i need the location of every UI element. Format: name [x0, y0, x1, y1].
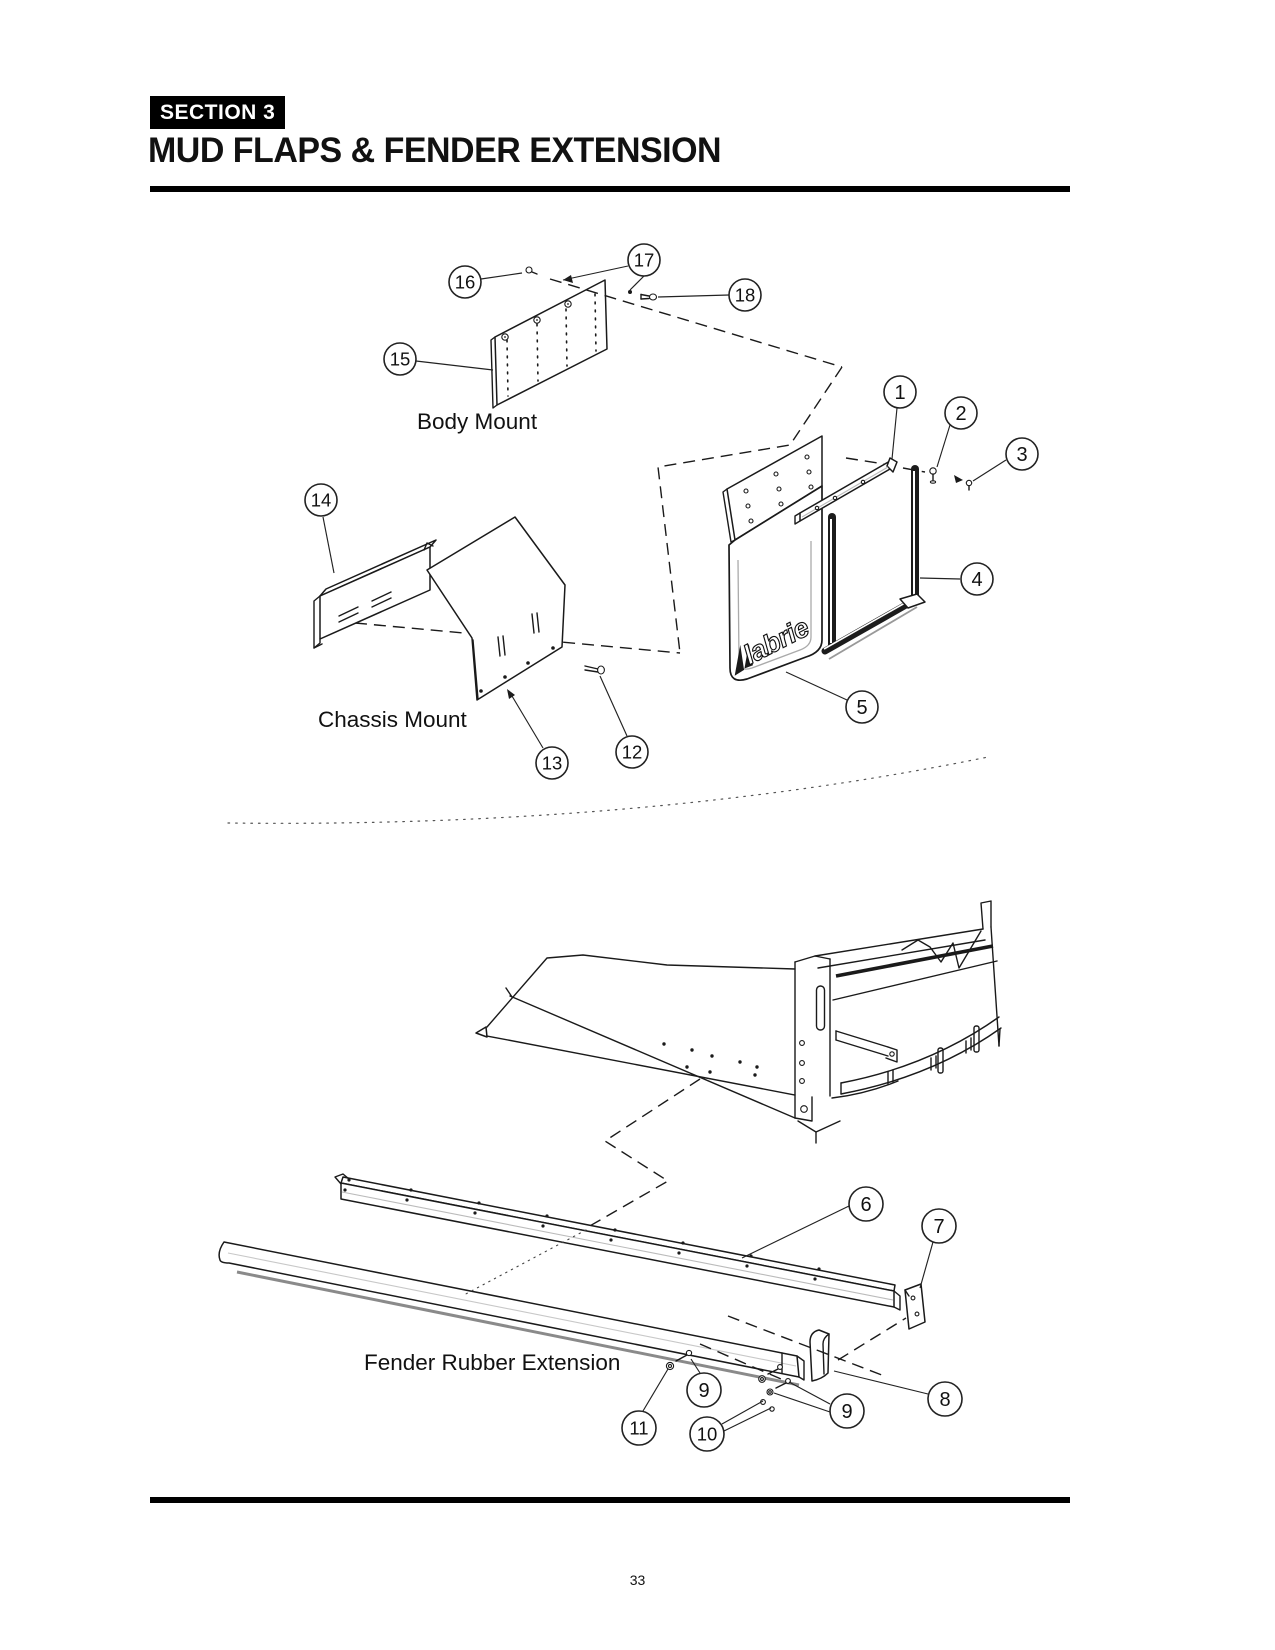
callout-number-3: 3 [1016, 444, 1027, 466]
end-bracket [904, 1283, 926, 1330]
chassis-mount-channel [313, 539, 437, 649]
callout-number-2: 2 [955, 403, 966, 425]
callout-leader-11 [642, 1368, 669, 1412]
callout-8 [927, 1381, 963, 1417]
callout-leader-8 [833, 1370, 929, 1395]
callout-leader-14 [322, 516, 335, 574]
fastener-cluster [665, 1349, 791, 1412]
callout-leader-12 [599, 675, 628, 737]
callout-leader-1 [891, 407, 898, 460]
callout-leader-7 [919, 1241, 934, 1289]
flap-retainer-bar [794, 457, 898, 525]
callout-number-7: 7 [933, 1216, 944, 1238]
callout-12 [615, 735, 649, 769]
part-label: Chassis Mount [318, 707, 468, 732]
callout-number-9: 9 [698, 1380, 709, 1402]
callout-leader-17 [562, 265, 629, 281]
callout-leader-10 [721, 1400, 764, 1425]
callout-4 [960, 562, 994, 596]
callout-9 [829, 1393, 865, 1429]
callout-number-12: 12 [622, 742, 643, 763]
callout-number-13: 13 [542, 753, 563, 774]
callout-number-10: 10 [697, 1424, 718, 1445]
callout-7 [921, 1208, 957, 1244]
callout-leader-9 [773, 1392, 831, 1413]
callout-number-17: 17 [634, 250, 655, 271]
callout-leader-6 [741, 1205, 850, 1259]
callout-15 [383, 342, 417, 376]
lower-construction-zigzag [587, 1078, 701, 1228]
part-label: Fender Rubber Extension [364, 1350, 620, 1375]
callout-leader-3 [972, 459, 1007, 482]
callout-leader-15 [415, 360, 494, 371]
callout-leader-9 [788, 1381, 831, 1405]
callout-14 [304, 483, 338, 517]
callout-13 [535, 746, 569, 780]
callout-number-8: 8 [939, 1389, 950, 1411]
callout-leader-2 [936, 424, 951, 468]
callout-leader-4 [919, 577, 961, 580]
flap-retaining-frame [821, 465, 926, 660]
flap-assembly-screws [845, 457, 973, 491]
callout-number-15: 15 [390, 349, 411, 370]
fender-rubber-extension-bar [218, 1241, 805, 1387]
callout-leader-13 [508, 690, 544, 749]
callout-number-14: 14 [311, 490, 332, 511]
callout-number-4: 4 [971, 569, 982, 591]
callout-leader-9 [690, 1358, 701, 1374]
callout-10 [689, 1416, 725, 1452]
separator-dotted-arc [227, 756, 989, 824]
clamp-bracket [809, 1329, 830, 1382]
fender-assembly [475, 900, 1002, 1144]
lower-construction-dashes [699, 1315, 907, 1380]
callout-9 [686, 1372, 722, 1408]
strip-to-rubber-dotted-line [461, 1229, 587, 1297]
chassis-mount-plate [426, 516, 566, 701]
header-rule [150, 186, 1070, 192]
page-title: MUD FLAPS & FENDER EXTENSION [148, 131, 722, 170]
callout-5 [845, 690, 879, 724]
footer-rule [150, 1497, 1070, 1503]
callout-number-1: 1 [894, 382, 905, 404]
body-mount-screws [525, 266, 658, 301]
callout-number-6: 6 [860, 1194, 871, 1216]
retainer-strip [334, 1173, 901, 1311]
part-label: Body Mount [417, 409, 538, 434]
callout-leader-5 [785, 671, 848, 701]
callout-number-11: 11 [629, 1418, 648, 1439]
callout-leader-10 [723, 1407, 772, 1432]
callout-1 [883, 375, 917, 409]
callout-leader-18 [657, 294, 730, 298]
callout-leader-16 [480, 272, 523, 280]
fender-rubber-extension-exploded-view-annotations: Fender Rubber Extension 6 7 8 9 9 10 11 [364, 1186, 963, 1452]
callout-number-5: 5 [856, 697, 867, 719]
callout-16 [448, 265, 482, 299]
page-number: 33 [629, 1572, 646, 1588]
chassis-mount-screw [584, 665, 605, 675]
callout-leader-17 [629, 275, 645, 291]
section-badge: SECTION 3 [150, 96, 286, 129]
callout-number-18: 18 [735, 285, 756, 306]
callout-6 [848, 1186, 884, 1222]
callout-18 [728, 278, 762, 312]
callout-3 [1005, 437, 1039, 471]
callout-number-16: 16 [455, 272, 476, 293]
callout-17 [627, 243, 661, 277]
callout-number-9: 9 [841, 1401, 852, 1423]
body-mount-plate [490, 279, 608, 409]
callout-2 [944, 396, 978, 430]
callout-11 [621, 1410, 657, 1446]
